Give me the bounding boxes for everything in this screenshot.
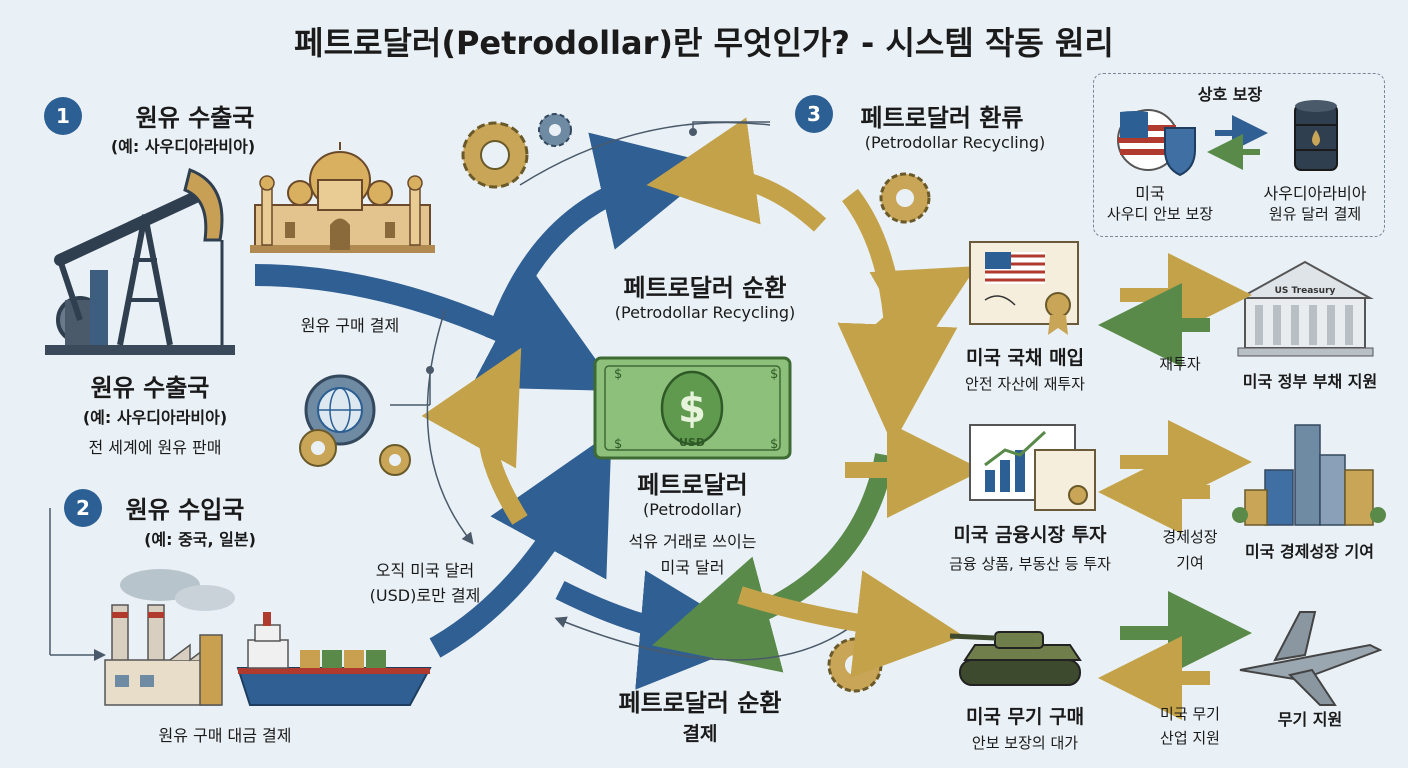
payment-label: 원유 구매 결제 bbox=[300, 316, 400, 335]
exporter-title: 원유 수출국 bbox=[90, 374, 210, 402]
svg-text:$: $ bbox=[770, 437, 778, 452]
weapons-arrow-label-2: 산업 지원 bbox=[1160, 729, 1220, 747]
weapons-title: 미국 무기 구매 bbox=[965, 706, 1085, 728]
center-title: 페트로달러 bbox=[637, 471, 748, 499]
us-flag-shield-icon bbox=[1117, 109, 1196, 177]
mutual-us-name: 미국 bbox=[1135, 184, 1165, 203]
step-1-example: (예: 사우디아라비아) bbox=[110, 137, 256, 156]
city-skyline-icon bbox=[1232, 424, 1386, 526]
center-desc-2: 미국 달러 bbox=[660, 558, 725, 577]
svg-text:$: $ bbox=[678, 386, 706, 432]
step-2-badge: 2 bbox=[64, 489, 102, 527]
step-3-subtitle: (Petrodollar Recycling) bbox=[864, 133, 1046, 152]
arrow-importer-to-center bbox=[429, 432, 612, 658]
exchange-arrows-icon bbox=[1207, 115, 1268, 170]
step-2-title: 원유 수입국 bbox=[125, 496, 245, 524]
step-1-badge: 1 bbox=[44, 97, 82, 135]
markets-arrow-label-1: 경제성장 bbox=[1162, 528, 1218, 546]
exporter-desc: 전 세계에 원유 판매 bbox=[88, 438, 222, 457]
fighter-jet-icon bbox=[1239, 611, 1383, 706]
step-3-badge: 3 bbox=[795, 95, 833, 133]
svg-text:$: $ bbox=[614, 367, 622, 382]
mutual-guarantee-box bbox=[1093, 73, 1385, 237]
importer-label: 원유 구매 대금 결제 bbox=[158, 726, 292, 745]
cycle-top-subtitle: (Petrodollar Recycling) bbox=[614, 303, 796, 322]
investment-chart-icon bbox=[969, 424, 1096, 511]
bonds-desc: 안전 자산에 재투자 bbox=[965, 375, 1085, 393]
step-2-example: (예: 중국, 일본) bbox=[144, 530, 256, 549]
mutual-sa-name: 사우디아라비아 bbox=[1263, 184, 1367, 203]
bill-label: USD bbox=[679, 436, 705, 449]
oil-pump-icon bbox=[45, 168, 235, 355]
cycle-bottom-subtitle: 결제 bbox=[682, 723, 718, 745]
bonds-result: 미국 정부 부채 지원 bbox=[1242, 372, 1378, 391]
bonds-arrow-label: 재투자 bbox=[1159, 355, 1201, 373]
globe-gear-icon bbox=[299, 374, 411, 476]
markets-arrow-label-2: 기여 bbox=[1176, 554, 1204, 572]
mutual-sa-desc: 원유 달러 결제 bbox=[1268, 205, 1362, 223]
oil-barrel-icon bbox=[1294, 100, 1338, 171]
step-1-title: 원유 수출국 bbox=[135, 104, 255, 132]
mutual-title: 상호 보장 bbox=[1197, 85, 1263, 104]
weapons-arrow-label-1: 미국 무기 bbox=[1160, 705, 1220, 723]
cycle-arrows bbox=[421, 117, 983, 690]
factory-icon bbox=[104, 569, 235, 706]
svg-text:$: $ bbox=[770, 367, 778, 382]
arrow-exporter-to-center bbox=[254, 264, 619, 391]
dollar-bill-icon: $ $ $ $ $ bbox=[593, 356, 792, 460]
step-3-title: 페트로달러 환류 bbox=[860, 104, 1024, 132]
treasury-building-icon bbox=[1236, 260, 1374, 357]
svg-text:$: $ bbox=[614, 437, 622, 452]
mosque-icon bbox=[250, 142, 435, 253]
cycle-bottom-title: 페트로달러 순환 bbox=[618, 689, 782, 717]
growth-arrows bbox=[1098, 420, 1252, 534]
usd-only-line2: (USD)로만 결제 bbox=[369, 586, 481, 605]
bond-certificate-icon bbox=[969, 241, 1079, 335]
reinvest-arrows bbox=[1098, 253, 1252, 367]
treasury-sign: US Treasury bbox=[1274, 286, 1336, 296]
markets-desc: 금융 상품, 부동산 등 투자 bbox=[949, 555, 1111, 573]
tanker-ship-icon bbox=[236, 612, 432, 706]
markets-title: 미국 금융시장 투자 bbox=[953, 524, 1107, 546]
markets-result: 미국 경제성장 기여 bbox=[1245, 542, 1374, 561]
weapons-arrows bbox=[1098, 591, 1252, 720]
mutual-us-desc: 사우디 안보 보장 bbox=[1106, 205, 1214, 223]
center-desc-1: 석유 거래로 쓰이는 bbox=[628, 532, 757, 551]
weapons-desc: 안보 보장의 대가 bbox=[971, 734, 1079, 752]
exporter-example: (예: 사우디아라비아) bbox=[82, 408, 228, 427]
weapons-result: 무기 지원 bbox=[1277, 710, 1343, 729]
center-subtitle: (Petrodollar) bbox=[643, 500, 742, 519]
bonds-title: 미국 국채 매입 bbox=[965, 347, 1085, 369]
cycle-top-title: 페트로달러 순환 bbox=[623, 274, 787, 302]
usd-only-line1: 오직 미국 달러 bbox=[375, 561, 475, 580]
page-title: 페트로달러(Petrodollar)란 무엇인가? - 시스템 작동 원리 bbox=[294, 24, 1114, 62]
tank-icon bbox=[949, 631, 1082, 686]
gear-icon bbox=[461, 113, 931, 693]
